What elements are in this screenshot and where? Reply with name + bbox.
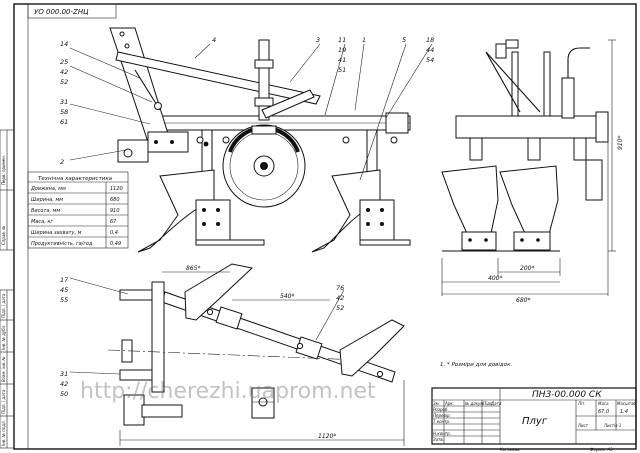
- spec-heading: Технічна характеристика: [38, 176, 113, 182]
- side-view: 910* 200* 400* 680*: [441, 39, 624, 304]
- tb-row-0: Зм.: [433, 401, 440, 406]
- callout-front-44: 44: [426, 46, 434, 54]
- spec-label-0: Довжина, мм: [30, 186, 66, 192]
- spec-value-3: 67: [110, 219, 117, 225]
- callout-plan-55: 55: [60, 296, 68, 304]
- spec-table: Технічна характеристика Довжина, мм 1120…: [27, 171, 129, 249]
- side-strip-4: Взам. інв. №: [1, 356, 6, 382]
- spec-value-0: 1120: [110, 186, 123, 192]
- callout-front-51: 51: [338, 66, 346, 74]
- tb-mass-value: 67,0: [598, 409, 609, 415]
- callout-plan-76: 76: [336, 284, 344, 292]
- dim-1120: 1120*: [318, 433, 336, 440]
- dim-865: 865*: [186, 265, 200, 272]
- callout-front-54: 54: [426, 56, 434, 64]
- tb-row-4: Дата: [490, 401, 502, 406]
- spec-label-3: Маса, кг: [31, 219, 53, 225]
- drawing-code: ПНЗ-00.000 СК: [532, 390, 602, 400]
- spec-label-5: Продуктивність, га/год: [31, 241, 93, 247]
- callout-front-42: 42: [60, 68, 68, 76]
- spec-label-1: Ширина, мм: [31, 197, 63, 203]
- spec-value-5: 0,49: [110, 241, 121, 247]
- tb-sheet-label: Лист: [577, 423, 589, 428]
- tb-masa: Маса: [598, 401, 609, 406]
- callout-front-4: 4: [212, 36, 216, 44]
- tb-row-9: Затв.: [433, 437, 444, 442]
- tb-copied: Копіював: [500, 447, 520, 452]
- side-strips: Перв. примен. Справ. № Підп. і дата Інв.…: [0, 129, 15, 449]
- callout-front-31: 31: [60, 98, 68, 106]
- spec-label-4: Ширина захвату, м: [31, 230, 82, 236]
- title-block: Зм. Арк. № докум. Підп. Дата Розроб. Пер…: [431, 387, 637, 452]
- spec-label-2: Висота, мм: [31, 208, 60, 214]
- dim-540: 540*: [280, 293, 294, 300]
- callout-front-19: 19: [338, 46, 346, 54]
- drawing-note: 1. * Розміри для довідок.: [440, 362, 512, 368]
- tb-row-7: Т.контр.: [433, 419, 450, 424]
- callout-front-25: 25: [60, 58, 68, 66]
- tb-masshtab: Масштаб: [617, 401, 637, 406]
- callout-front-3: 3: [316, 36, 320, 44]
- drawing-title: Плуг: [522, 416, 548, 427]
- drawing-code-mirrored: УО 000.00-ZНЦ: [34, 8, 89, 16]
- callout-plan-45: 45: [60, 286, 68, 294]
- callout-plan-17: 17: [60, 276, 69, 284]
- side-strip-0: Перв. примен.: [1, 155, 6, 185]
- callout-front-58: 58: [60, 108, 68, 116]
- mirrored-code-box: УО 000.00-ZНЦ: [27, 3, 117, 19]
- callout-front-41: 41: [338, 56, 346, 64]
- callout-front-52: 52: [60, 78, 68, 86]
- tb-row-1: Арк.: [444, 401, 454, 406]
- dim-200: 200*: [520, 265, 534, 272]
- callout-front-2: 2: [60, 158, 64, 166]
- side-strip-1: Справ. №: [1, 226, 6, 245]
- callout-plan-42: 42: [60, 380, 68, 388]
- tb-row-2: № докум.: [464, 401, 485, 406]
- dim-400: 400*: [488, 275, 502, 282]
- callout-front-18: 18: [426, 36, 434, 44]
- spec-value-2: 910: [110, 208, 120, 214]
- plan-view: 865* 540* 1120* 17 45 55 31 42 50 76 42 …: [60, 263, 405, 446]
- callout-front-1: 1: [362, 36, 366, 44]
- callout-front-14: 14: [60, 40, 68, 48]
- tb-row-5: Розроб.: [433, 407, 449, 412]
- callout-front-11: 11: [338, 36, 346, 44]
- dim-910: 910*: [617, 136, 624, 150]
- tb-row-3: Підп.: [483, 401, 494, 406]
- watermark-text: http://cherezhi.uaprom.net: [80, 379, 376, 404]
- side-strip-2: Підп. і дата: [1, 293, 6, 318]
- callout-plan-50: 50: [60, 390, 68, 398]
- tb-sheets: Листів 1: [603, 423, 621, 428]
- tb-scale-value: 1:4: [620, 409, 628, 415]
- tb-row-6: Перевір.: [433, 413, 451, 418]
- tb-format: Формат А3: [590, 447, 613, 452]
- front-view: 14 25 42 52 31 58 61 2 4 3 11 19 41 51 1…: [60, 27, 434, 253]
- tb-row-8: Н.контр.: [433, 431, 451, 436]
- callout-plan-31: 31: [60, 370, 68, 378]
- callout-plan-42b: 42: [336, 294, 344, 302]
- side-strip-6: Інв. № подл.: [1, 420, 6, 446]
- callout-plan-52: 52: [336, 304, 344, 312]
- side-strip-5: Підп. і дата: [1, 389, 6, 414]
- spec-value-1: 680: [110, 197, 120, 203]
- callout-front-61: 61: [60, 118, 68, 126]
- tb-litera: Літ.: [577, 401, 586, 406]
- side-strip-3: Інв. № дубл.: [1, 324, 6, 350]
- callout-front-5: 5: [402, 36, 406, 44]
- dim-680: 680*: [516, 297, 530, 304]
- spec-value-4: 0,4: [110, 230, 118, 236]
